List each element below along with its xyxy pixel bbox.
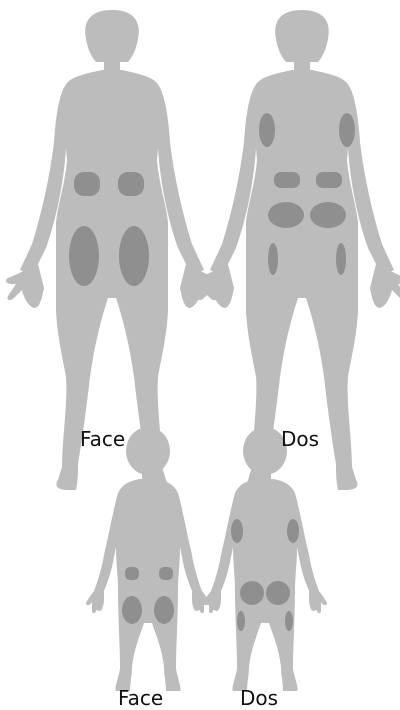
zone-thigh-left <box>122 596 142 624</box>
zone-thigh-right <box>154 596 174 624</box>
zone-abdomen-left <box>125 567 139 580</box>
zone-abdomen-right <box>118 172 144 196</box>
adult-front-silhouette <box>6 10 218 490</box>
adult-back-silhouette <box>196 10 400 490</box>
zone-buttock-left <box>268 202 304 228</box>
zone-thigh-right <box>119 226 149 286</box>
adult-back-label: Dos <box>281 429 319 449</box>
zone-outer-thigh-right <box>336 243 346 275</box>
child-front-silhouette <box>86 427 210 691</box>
zone-outer-thigh-left <box>268 243 278 275</box>
child-front-figure <box>86 427 210 691</box>
zone-buttock-left <box>240 581 264 605</box>
zone-buttock-right <box>266 581 290 605</box>
adult-front-label: Face <box>80 429 125 449</box>
zone-abdomen-right <box>159 567 173 580</box>
zone-outer-thigh-left <box>237 611 245 631</box>
child-back-silhouette <box>203 427 327 691</box>
zone-buttock-right <box>310 202 346 228</box>
zone-upper-arm-right <box>339 113 355 147</box>
child-back-figure <box>203 427 327 691</box>
zone-flank-right <box>316 172 342 188</box>
zone-flank-left <box>274 172 300 188</box>
zone-outer-thigh-right <box>285 611 293 631</box>
zone-upper-arm-left <box>231 519 243 543</box>
child-back-label: Dos <box>240 688 278 708</box>
zone-upper-arm-left <box>259 113 275 147</box>
zone-abdomen-left <box>74 172 100 196</box>
zone-upper-arm-right <box>287 519 299 543</box>
zone-thigh-left <box>69 226 99 286</box>
adult-front-figure <box>6 10 218 490</box>
adult-back-figure <box>196 10 400 490</box>
child-front-label: Face <box>118 688 163 708</box>
